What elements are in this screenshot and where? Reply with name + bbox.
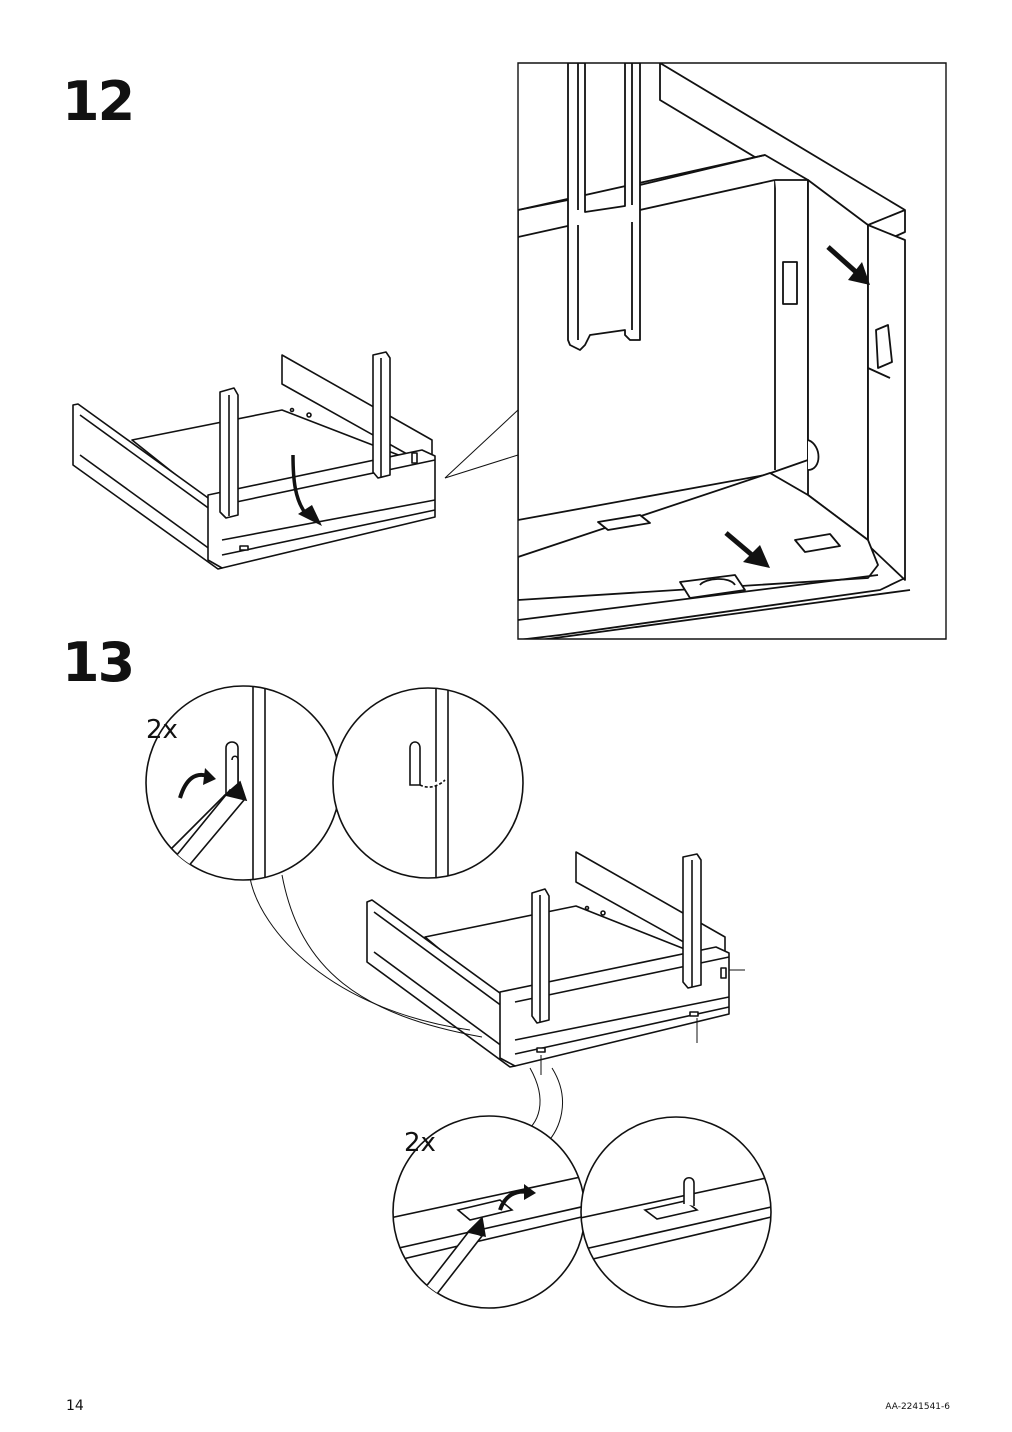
detail-circle-hook-release: [140, 680, 340, 912]
push-arrow: [293, 455, 322, 526]
step-number: 13: [62, 631, 135, 694]
drawer-frame-step13: [367, 852, 729, 1067]
drawer-frame-step12: [73, 352, 435, 569]
lift-arrow: [500, 1184, 536, 1210]
detail-circle-tab-result: [580, 1117, 780, 1307]
quantity-label: 2x: [404, 1128, 436, 1158]
detail-circle-tab-release: [390, 1116, 590, 1326]
page-number: 14: [66, 1398, 84, 1414]
detail-arrows: [726, 247, 870, 568]
document-id: AA-2241541-6: [885, 1402, 950, 1412]
step-number: 12: [62, 70, 135, 133]
detail-view-content: [518, 63, 910, 639]
rotate-arrow: [180, 768, 216, 798]
detail-callout-lines: [445, 410, 518, 478]
detail-circle-hook-result: [333, 680, 523, 890]
quantity-label: 2x: [146, 715, 178, 745]
